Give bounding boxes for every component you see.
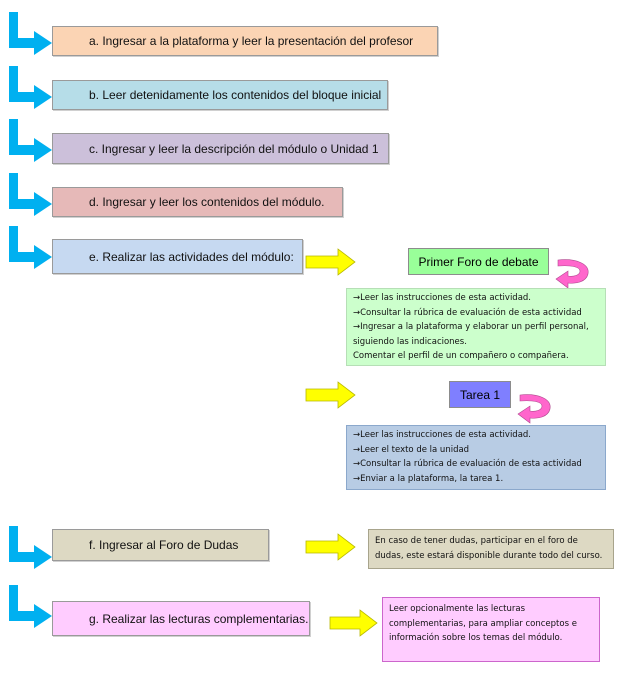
foro-line: Comentar el perfil de un compañero o com… [353,351,569,361]
right-arrow-icon [305,381,356,409]
foro-instructions: →Leer las instrucciones de esta activida… [346,288,606,366]
step-f: f. Ingresar al Foro de Dudas [52,529,269,561]
bent-arrow-shape [9,585,52,628]
lecturas-line: información sobre los temas del módulo. [389,633,563,643]
tarea-line: →Enviar a la plataforma, la tarea 1. [353,473,504,484]
step-b: b. Leer detenidamente los contenidos del… [52,80,388,110]
right-arrow-icon [305,533,356,561]
right-arrow-icon [305,248,356,276]
step-a-label: a. Ingresar a la plataforma y leer la pr… [89,34,414,48]
bent-arrow-shape [9,526,52,569]
curved-arrow-icon [517,394,551,424]
step-b-label: b. Leer detenidamente los contenidos del… [89,88,382,102]
curved-arrow-icon [555,259,589,289]
bent-arrow-shape [9,119,52,162]
dudas-line: dudas, este estará disponible durante to… [375,550,603,561]
bent-arrow-shape [9,12,52,55]
foro-line: siguiendo las indicaciones. [353,336,467,347]
bent-arrow-shape [9,66,52,109]
tarea-instructions: →Leer las instrucciones de esta activida… [346,425,606,490]
step-g: g. Realizar las lecturas complementarias… [52,601,310,636]
foro-line: →Ingresar a la plataforma y elaborar un … [353,322,589,332]
tarea-title: Tarea 1 [449,381,511,408]
step-g-label: g. Realizar las lecturas complementarias… [89,611,309,626]
lecturas-line: complementarias, para ampliar conceptos … [389,618,577,629]
lecturas-line: Leer opcionalmente las lecturas [389,604,526,614]
step-d: d. Ingresar y leer los contenidos del mó… [52,187,343,217]
tarea-line: →Consultar la rúbrica de evaluación de e… [353,459,582,469]
dudas-line: En caso de tener dudas, participar en el… [375,536,578,546]
bent-arrow-shape [9,173,52,216]
step-a: a. Ingresar a la plataforma y leer la pr… [52,26,438,56]
step-e: e. Realizar las actividades del módulo: [52,239,303,274]
bent-arrow-icon [9,12,52,628]
foro-title: Primer Foro de debate [408,248,549,275]
bent-arrow-shape [9,226,52,269]
tarea-line: →Leer las instrucciones de esta activida… [353,430,532,440]
step-e-label: e. Realizar las actividades del módulo: [89,249,294,264]
step-d-label: d. Ingresar y leer los contenidos del mó… [89,195,325,209]
step-c-label: c. Ingresar y leer la descripción del mó… [89,141,379,156]
tarea-title-label: Tarea 1 [459,387,501,402]
dudas-note: En caso de tener dudas, participar en el… [368,529,614,569]
foro-line: →Leer las instrucciones de esta activida… [353,293,532,303]
right-arrow-icon [329,609,378,637]
foro-line: →Consultar la rúbrica de evaluación de e… [353,307,582,318]
step-f-label: f. Ingresar al Foro de Dudas [89,538,239,552]
foro-title-label: Primer Foro de debate [418,254,539,269]
tarea-line: →Leer el texto de la unidad [353,444,470,455]
step-c: c. Ingresar y leer la descripción del mó… [52,133,389,164]
lecturas-note: Leer opcionalmente las lecturas compleme… [382,597,600,662]
